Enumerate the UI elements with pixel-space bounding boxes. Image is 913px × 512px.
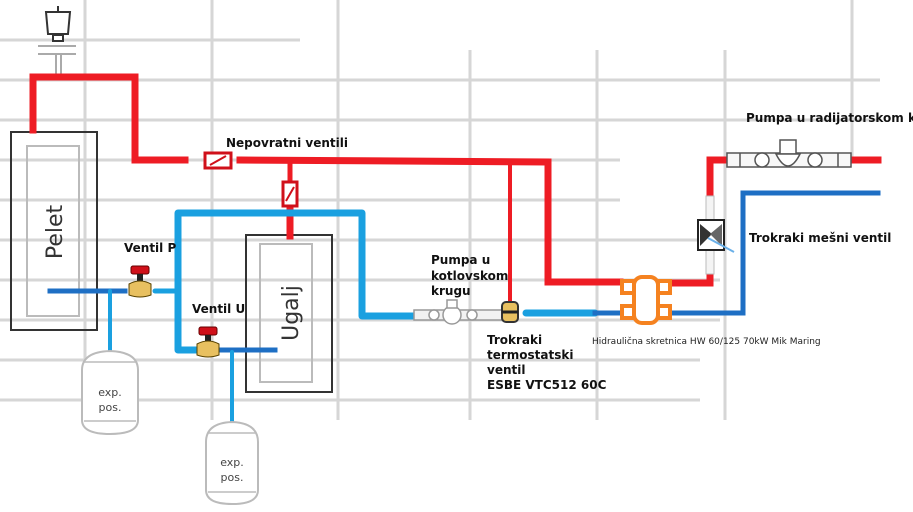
circulation-pump-icon: [726, 139, 852, 168]
hydraulic-separator-icon: [620, 275, 672, 325]
balancing-valve-icon: [128, 265, 152, 298]
label-trokraki-termo-3: ventil: [487, 363, 525, 377]
ugalj-label: Ugalj: [279, 285, 304, 341]
label-pumpa-radijatorski: Pumpa u radijatorskom krugu: [746, 111, 913, 125]
label-nepovratni-ventili: Nepovratni ventili: [226, 136, 348, 150]
check-valve-icon: [281, 180, 299, 208]
label-trokraki-termo-4: ESBE VTC512 60C: [487, 378, 607, 392]
balancing-valve-icon: [196, 326, 220, 358]
check-valve-icon: [203, 151, 233, 170]
label-pumpa-kotlovski-3: krugu: [431, 284, 471, 298]
label-trokraki-termo-2: termostatski: [487, 348, 574, 362]
label-trokraki-termo-1: Trokraki: [487, 333, 542, 347]
expansion-tank-icon: exp. pos.: [205, 420, 259, 506]
air-vent-icon: [38, 6, 76, 74]
return-pipes: [47, 190, 881, 423]
label-ventil-p: Ventil P: [124, 241, 176, 255]
label-pumpa-kotlovski-2: kotlovskom: [431, 269, 508, 283]
label-trokraki-mesni: Trokraki mešni ventil: [749, 231, 891, 245]
pelet-label: Pelet: [43, 204, 68, 259]
label-ventil-u: Ventil U: [192, 302, 245, 316]
three-way-mixing-valve-icon: [697, 195, 735, 275]
expansion-tank-icon: exp. pos.: [81, 349, 139, 436]
right-tank-label-line1: exp.: [220, 456, 244, 469]
label-pumpa-kotlovski-1: Pumpa u: [431, 253, 490, 267]
three-way-thermostatic-valve-icon: [501, 301, 519, 323]
label-hidraulicna-skretnica: Hidraulična skretnica HW 60/125 70kW Mik…: [592, 336, 821, 347]
right-tank-label-line2: pos.: [221, 471, 244, 484]
circulation-pump-icon: [413, 299, 505, 325]
pelet-boiler: Pelet: [10, 131, 98, 331]
left-tank-label-line2: pos.: [99, 401, 122, 414]
ugalj-boiler: Ugalj: [245, 234, 333, 393]
left-tank-label-line1: exp.: [98, 386, 122, 399]
